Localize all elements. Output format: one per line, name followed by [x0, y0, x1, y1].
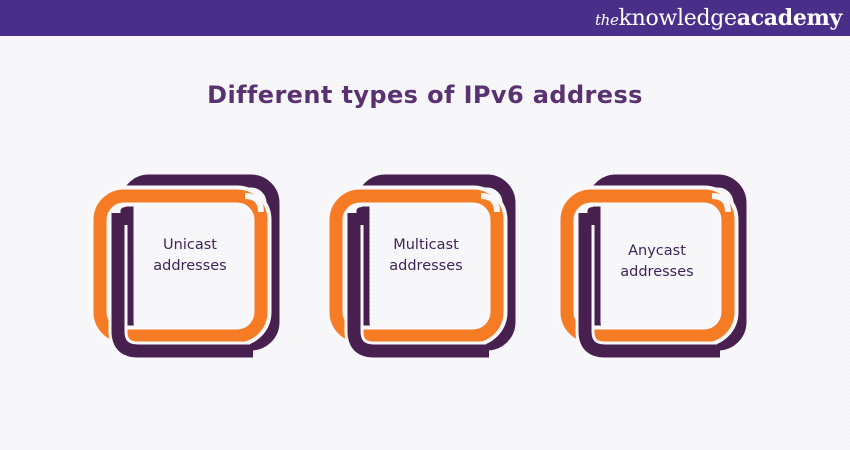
card-label-line1: Unicast [163, 237, 217, 253]
card-label-line2: addresses [620, 264, 694, 280]
interlocking-frame-icon [326, 174, 516, 360]
brand-logo[interactable]: theknowledgeacademy [595, 4, 842, 32]
card-label: Multicast addresses [346, 235, 506, 277]
logo-academy: academy [736, 5, 843, 31]
logo-the: the [594, 11, 619, 29]
card-label: Unicast addresses [110, 235, 270, 277]
interlocking-frame-icon [90, 174, 280, 360]
card-multicast: Multicast addresses [326, 165, 526, 360]
card-label-line1: Multicast [393, 237, 459, 253]
page-title: Different types of IPv6 address [207, 81, 643, 109]
card-unicast: Unicast addresses [90, 165, 290, 360]
card-label-line2: addresses [389, 258, 463, 274]
card-label-line1: Anycast [628, 243, 686, 259]
header-bar: theknowledgeacademy [0, 0, 850, 36]
logo-knowledge: knowledge [618, 6, 737, 31]
card-label-line2: addresses [153, 258, 227, 274]
card-anycast: Anycast addresses [557, 165, 757, 360]
interlocking-frame-icon [557, 174, 747, 360]
card-label: Anycast addresses [577, 241, 737, 283]
